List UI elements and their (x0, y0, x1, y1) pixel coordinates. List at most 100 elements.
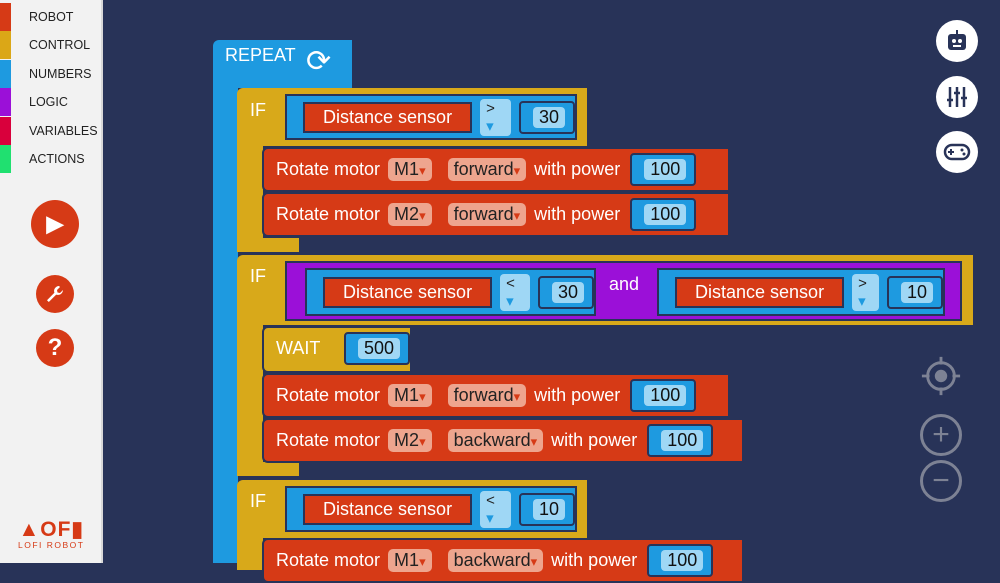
rotate-label: Rotate motor (276, 550, 381, 570)
minus-icon: − (932, 464, 950, 497)
rotate-label: Rotate motor (276, 204, 381, 224)
motor-dropdown[interactable]: M2▾ (388, 203, 432, 226)
with-power-label: with power (534, 159, 621, 179)
rotate-motor-block[interactable]: Rotate motor M1▾ forward▾ with power 100 (262, 147, 730, 192)
repeat-block[interactable] (213, 40, 352, 88)
loop-icon: ⟳ (306, 45, 332, 78)
gamepad-button[interactable] (936, 131, 978, 173)
direction-dropdown[interactable]: backward▾ (447, 549, 544, 572)
compare-block-2a[interactable]: Distance sensor < ▾ 30 (305, 268, 596, 316)
with-power-label: with power (551, 550, 638, 570)
category-variables[interactable]: VARIABLES (0, 116, 103, 145)
if-label: IF (250, 100, 266, 120)
power-input[interactable]: 100 (630, 379, 697, 412)
compare-block-2b[interactable]: Distance sensor > ▾ 10 (657, 268, 945, 316)
rotate-motor-block[interactable]: Rotate motor M1▾ forward▾ with power 100 (262, 373, 730, 418)
operator-dropdown[interactable]: < ▾ (480, 490, 511, 528)
if-block-2-foot (237, 462, 299, 476)
category-robot[interactable]: ROBOT (0, 3, 103, 31)
distance-sensor-block[interactable]: Distance sensor (323, 276, 493, 308)
if-block-2-arm (237, 320, 263, 465)
number-input[interactable]: 30 (537, 275, 594, 309)
direction-dropdown[interactable]: forward▾ (447, 203, 527, 226)
zoom-in-button[interactable]: + (920, 414, 962, 456)
rotate-motor-block[interactable]: Rotate motor M2▾ forward▾ with power 100 (262, 192, 730, 237)
plus-icon: + (932, 418, 950, 451)
direction-dropdown[interactable]: forward▾ (447, 384, 527, 407)
category-actions[interactable]: ACTIONS (0, 145, 103, 173)
robot-button[interactable] (936, 20, 978, 62)
help-button[interactable]: ? (36, 329, 74, 367)
number-input[interactable]: 10 (886, 275, 943, 309)
play-icon: ▶ (46, 211, 64, 236)
repeat-block-arm (213, 86, 238, 563)
operator-dropdown[interactable]: > ▾ (852, 273, 879, 311)
category-label: ROBOT (29, 10, 74, 24)
distance-sensor-block[interactable]: Distance sensor (675, 276, 845, 308)
wrench-icon (47, 286, 63, 302)
category-color (0, 145, 11, 173)
rotate-label: Rotate motor (276, 159, 381, 179)
sliders-button[interactable] (936, 76, 978, 118)
category-color (0, 88, 11, 117)
distance-sensor-block[interactable]: Distance sensor (303, 493, 473, 525)
category-color (0, 3, 11, 31)
motor-dropdown[interactable]: M1▾ (388, 158, 432, 181)
motor-dropdown[interactable]: M1▾ (388, 384, 432, 407)
and-label: and (609, 274, 640, 294)
power-input[interactable]: 100 (630, 198, 697, 231)
sidebar: ROBOT CONTROL NUMBERS LOGIC VARIABLES ACTIONS… (0, 0, 103, 563)
category-label: ACTIONS (29, 152, 85, 166)
with-power-label: with power (534, 204, 621, 224)
target-icon (921, 356, 961, 396)
logo: ▲OF▮ LOFI ROBOT (18, 518, 85, 550)
direction-dropdown[interactable]: forward▾ (447, 158, 527, 181)
category-label: CONTROL (29, 38, 91, 53)
operator-dropdown[interactable]: < ▾ (500, 273, 530, 311)
wait-input[interactable]: 500 (344, 332, 411, 365)
sliders-icon (947, 87, 967, 107)
category-color (0, 116, 11, 145)
zoom-out-button[interactable]: − (920, 460, 962, 502)
rotate-label: Rotate motor (276, 430, 381, 450)
category-label: LOGIC (29, 95, 68, 110)
rotate-motor-block[interactable]: Rotate motor M2▾ backward▾ with power 10… (262, 418, 744, 463)
direction-dropdown[interactable]: backward▾ (447, 429, 544, 452)
category-color (0, 31, 11, 60)
center-button[interactable] (920, 355, 962, 397)
category-control[interactable]: CONTROL (0, 31, 103, 60)
robot-icon (948, 30, 966, 50)
compare-block-3[interactable]: Distance sensor < ▾ 10 (285, 486, 577, 532)
category-label: VARIABLES (29, 123, 98, 138)
if-block-1-arm (237, 140, 263, 240)
power-input[interactable]: 100 (647, 424, 714, 457)
operator-dropdown[interactable]: > ▾ (480, 98, 511, 136)
wait-label: WAIT (276, 338, 321, 358)
motor-dropdown[interactable]: M1▾ (388, 549, 432, 572)
settings-button[interactable] (36, 275, 74, 313)
number-input[interactable]: 30 (518, 100, 575, 134)
category-logic[interactable]: LOGIC (0, 88, 103, 117)
category-label: NUMBERS (29, 66, 92, 81)
if-block-1-foot (237, 238, 299, 252)
category-color (0, 59, 11, 88)
if-label: IF (250, 491, 266, 511)
distance-sensor-block[interactable]: Distance sensor (303, 101, 473, 133)
gamepad-icon (943, 143, 971, 161)
power-input[interactable]: 100 (630, 153, 697, 186)
if-block-3-arm (237, 530, 263, 570)
with-power-label: with power (534, 385, 621, 405)
help-icon: ? (47, 334, 63, 361)
if-label: IF (250, 266, 266, 286)
repeat-label: REPEAT (225, 45, 296, 65)
with-power-label: with power (551, 430, 638, 450)
play-button[interactable]: ▶ (31, 200, 79, 248)
motor-dropdown[interactable]: M2▾ (388, 429, 432, 452)
power-input[interactable]: 100 (647, 544, 714, 577)
category-numbers[interactable]: NUMBERS (0, 59, 103, 88)
rotate-motor-block[interactable]: Rotate motor M1▾ backward▾ with power 10… (262, 538, 744, 583)
compare-block-1[interactable]: Distance sensor > ▾ 30 (285, 94, 577, 140)
number-input[interactable]: 10 (518, 492, 575, 526)
rotate-label: Rotate motor (276, 385, 381, 405)
logo-text: LOFI ROBOT (18, 540, 85, 550)
